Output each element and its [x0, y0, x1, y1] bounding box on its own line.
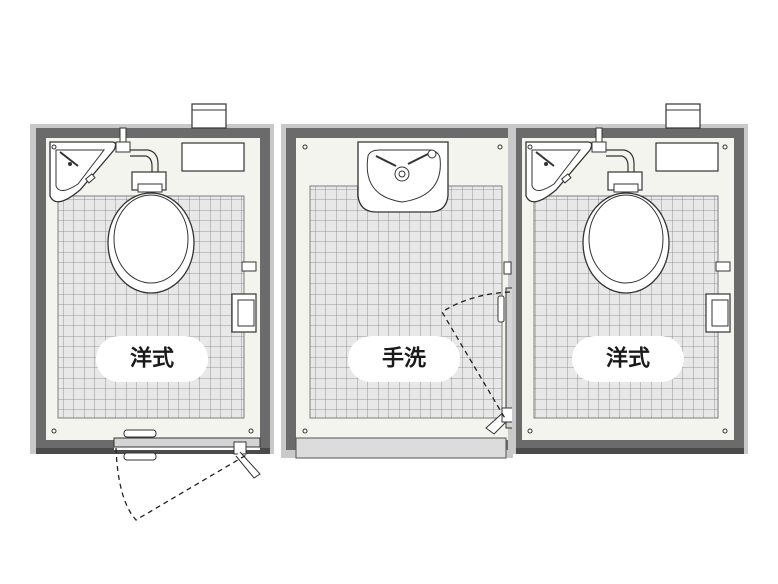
room-western-right: 洋式	[512, 103, 748, 454]
toilet-tank-icon	[181, 142, 245, 172]
room-label-western-left: 洋式	[130, 346, 174, 372]
door-swing-icon	[113, 429, 261, 521]
room-label-bg	[572, 336, 684, 382]
toilet-icon	[582, 171, 670, 294]
wash-basin-icon	[357, 141, 449, 213]
tile-floor	[309, 185, 503, 419]
toilet-tank-icon	[655, 142, 719, 172]
supply-pipe	[591, 127, 635, 176]
room-label-bg	[96, 336, 208, 382]
toilet-icon	[107, 171, 195, 294]
corner-sink-icon	[525, 141, 593, 203]
paper-holder	[231, 261, 257, 333]
room-label-handwash: 手洗	[382, 347, 426, 372]
room-label-bg	[348, 336, 460, 382]
room-western-left: 洋式	[30, 103, 274, 521]
vent-pipe-icon	[665, 103, 701, 129]
threshold-step	[295, 437, 507, 459]
supply-pipe	[115, 127, 159, 176]
room-label-western-right: 洋式	[606, 346, 650, 372]
room-handwash: 手洗	[281, 124, 529, 459]
vent-pipe-icon	[191, 103, 227, 129]
corner-sink-icon	[49, 141, 117, 203]
paper-holder	[705, 261, 731, 333]
